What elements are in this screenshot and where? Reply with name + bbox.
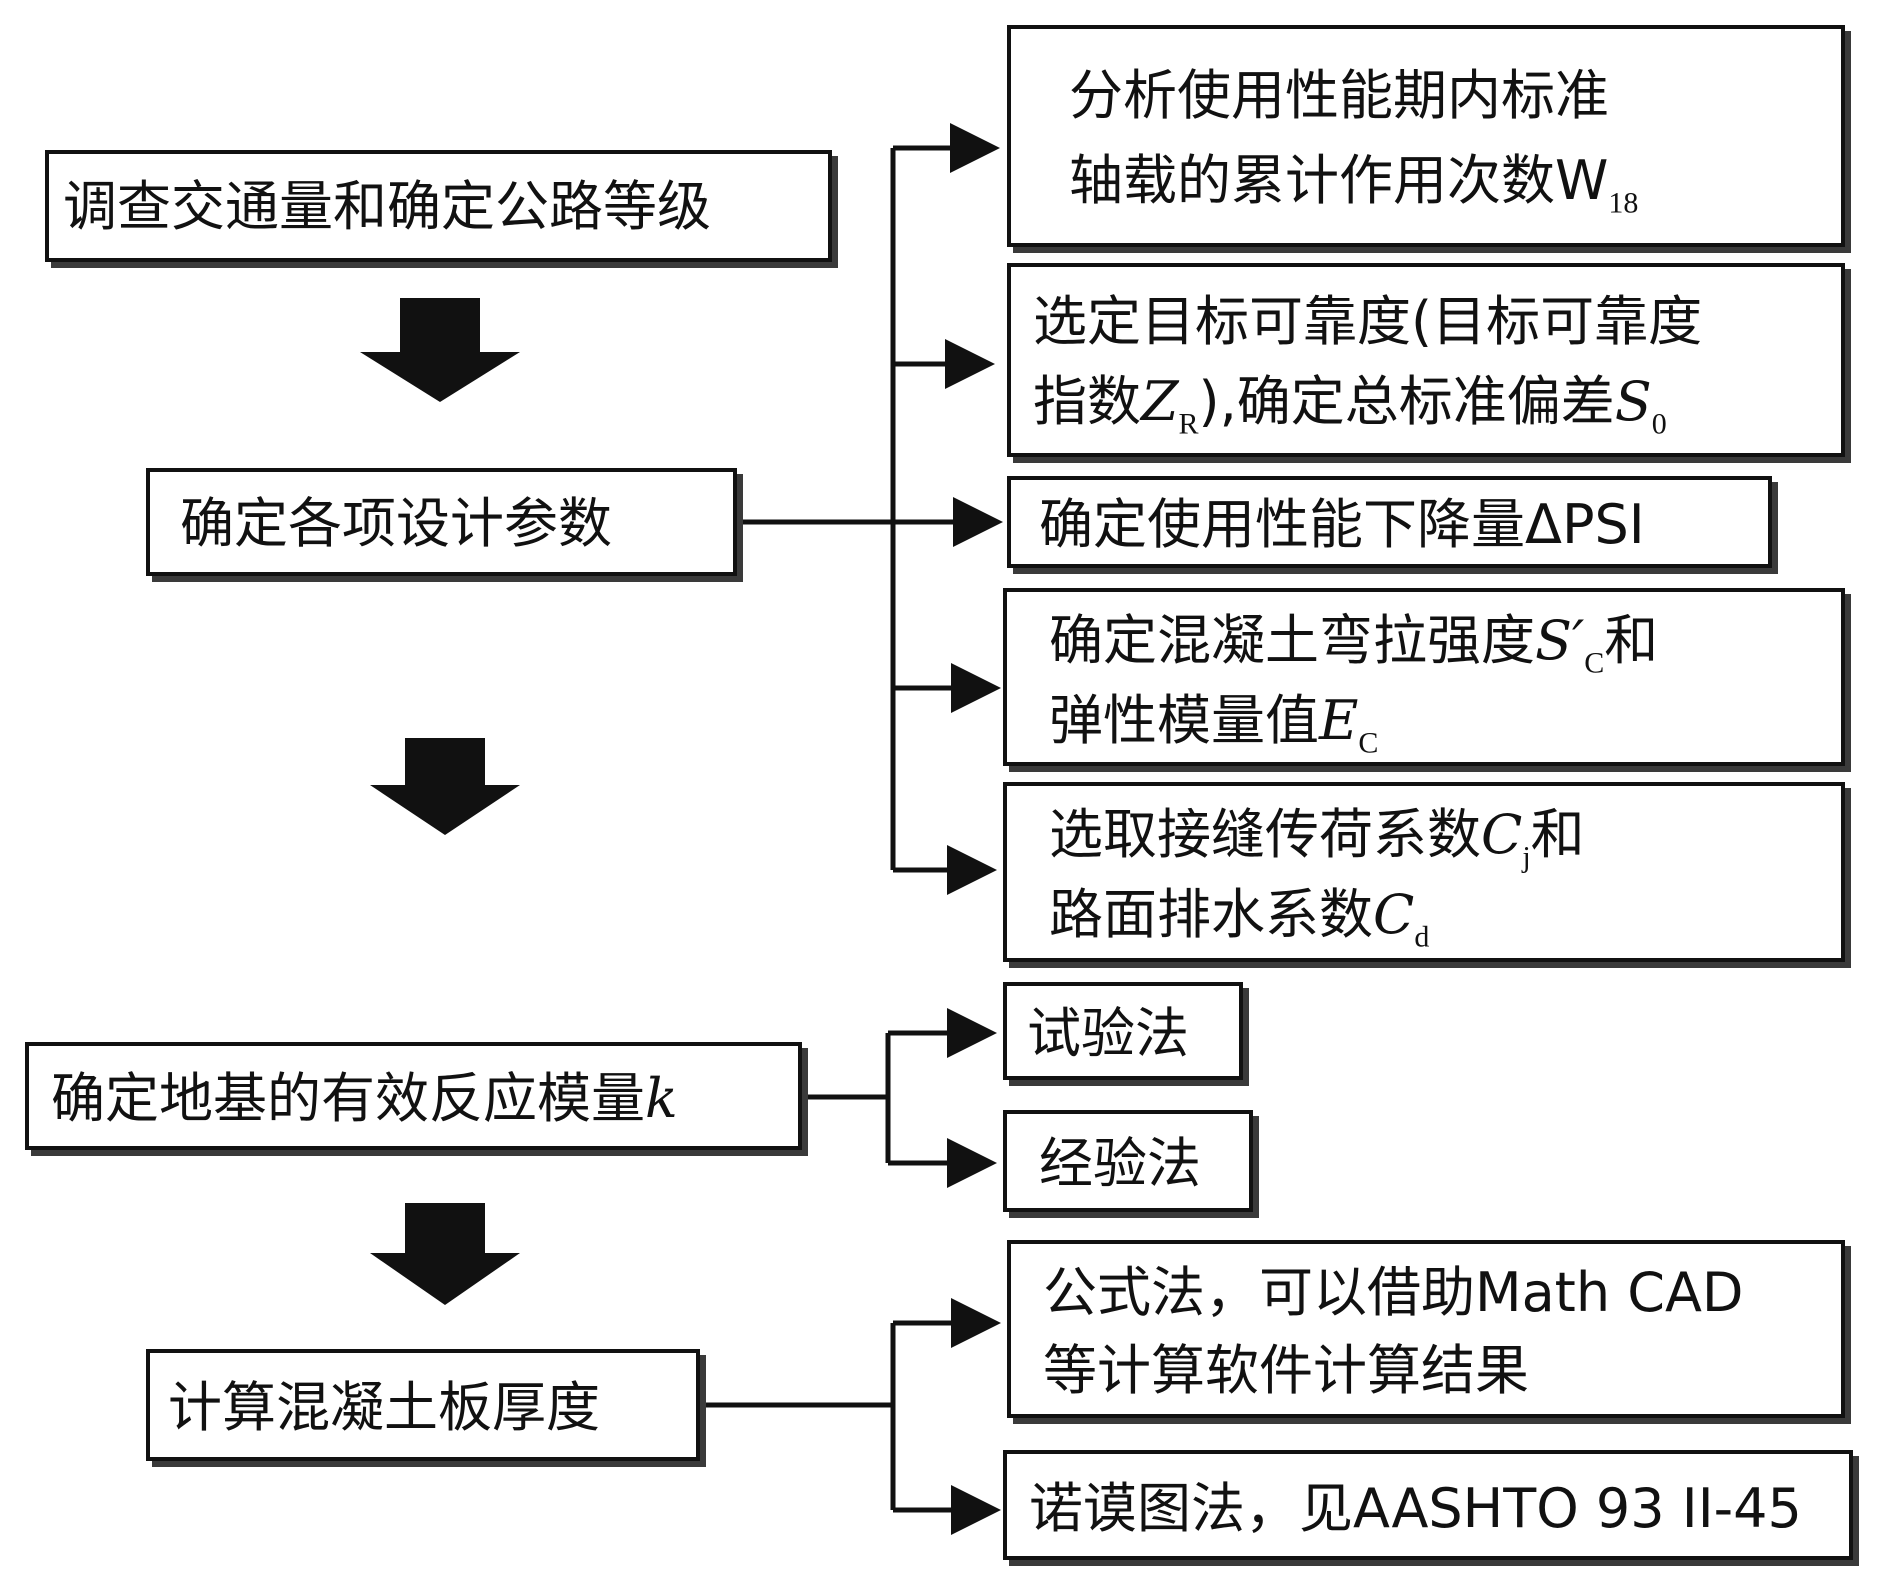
param-w18-line1: 分析使用性能期内标准 [1069, 64, 1609, 127]
param-psi-label: 确定使用性能下降量ΔPSI [1039, 493, 1645, 556]
param-w18-box: 分析使用性能期内标准 轴载的累计作用次数W18 [1007, 25, 1845, 247]
subgrade-test-box: 试验法 [1003, 982, 1243, 1080]
param-w18-line2: 轴载的累计作用次数W18 [1069, 149, 1639, 220]
param-drainage-line2: 路面排水系数Cd [1049, 883, 1430, 954]
param-strength-line2: 弹性模量值EC [1049, 689, 1379, 760]
param-reliability-line2: 指数ZR),确定总标准偏差S0 [1033, 370, 1667, 441]
param-strength-box: 确定混凝土弯拉强度S′C和 弹性模量值EC [1003, 588, 1845, 766]
thickness-connector [700, 1298, 1001, 1535]
subgrade-connector [802, 1008, 997, 1188]
step-subgrade-label: 确定地基的有效反应模量k [51, 1067, 678, 1130]
step-params: 确定各项设计参数 [146, 468, 737, 576]
param-reliability-line1: 选定目标可靠度(目标可靠度 [1033, 290, 1703, 353]
param-strength-line1: 确定混凝土弯拉强度S′C和 [1049, 609, 1659, 680]
step-thickness: 计算混凝土板厚度 [146, 1349, 700, 1461]
thickness-nomograph-label: 诺谟图法，见AASHTO 93 II-45 [1029, 1477, 1802, 1540]
step-traffic: 调查交通量和确定公路等级 [45, 150, 832, 262]
thickness-nomograph-box: 诺谟图法，见AASHTO 93 II-45 [1003, 1450, 1853, 1560]
down-arrow-3 [370, 1203, 520, 1305]
subgrade-test-label: 试验法 [1027, 1002, 1189, 1065]
param-psi-box: 确定使用性能下降量ΔPSI [1007, 476, 1772, 568]
thickness-formula-box: 公式法，可以借助Math CAD 等计算软件计算结果 [1007, 1240, 1845, 1418]
subgrade-var-k: k [645, 1067, 678, 1130]
thickness-formula-line1: 公式法，可以借助Math CAD [1043, 1261, 1744, 1324]
param-drainage-box: 选取接缝传荷系数Cj和 路面排水系数Cd [1003, 782, 1845, 962]
param-drainage-line1: 选取接缝传荷系数Cj和 [1049, 803, 1585, 874]
down-arrow-2 [370, 738, 520, 835]
step-traffic-label: 调查交通量和确定公路等级 [63, 175, 711, 238]
param-reliability-box: 选定目标可靠度(目标可靠度 指数ZR),确定总标准偏差S0 [1007, 263, 1845, 457]
thickness-formula-line2: 等计算软件计算结果 [1043, 1339, 1529, 1402]
down-arrow-1 [360, 298, 520, 402]
step-subgrade: 确定地基的有效反应模量k [25, 1042, 802, 1150]
params-connector [737, 123, 1003, 895]
subgrade-empirical-label: 经验法 [1039, 1132, 1201, 1195]
subgrade-empirical-box: 经验法 [1003, 1110, 1253, 1212]
step-params-label: 确定各项设计参数 [180, 492, 612, 555]
step-thickness-label: 计算混凝土板厚度 [168, 1376, 600, 1439]
